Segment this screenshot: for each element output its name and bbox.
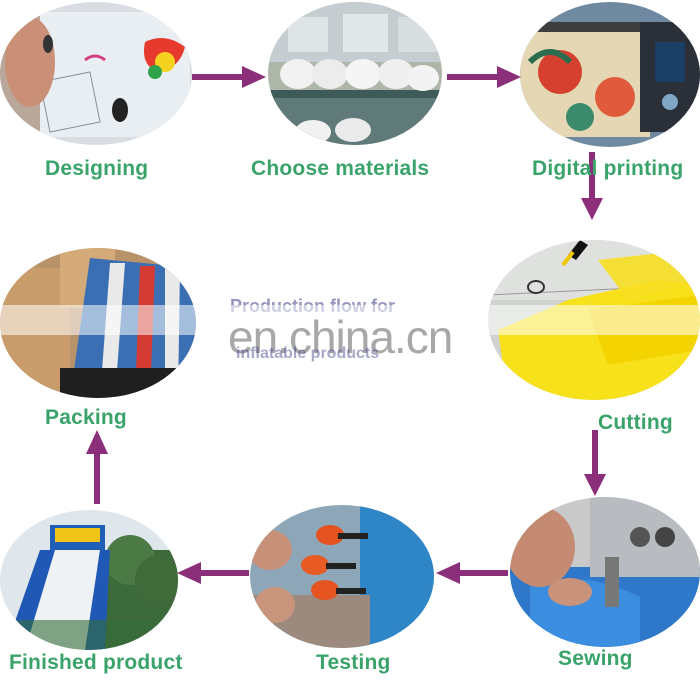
sewing-photo: [510, 497, 700, 647]
testing-photo: [250, 505, 434, 648]
label-testing: Testing: [316, 651, 391, 674]
finished-photo: [0, 510, 178, 650]
label-materials: Choose materials: [251, 157, 430, 180]
arrow-testing-to-finished: [177, 562, 249, 584]
label-cutting: Cutting: [598, 411, 673, 434]
watermark-text: en.china.cn: [228, 311, 453, 363]
arrow-materials-to-printing: [447, 66, 521, 88]
designing-photo: [0, 2, 192, 145]
label-sewing: Sewing: [558, 647, 633, 670]
arrow-cutting-to-sewing: [584, 430, 606, 496]
arrow-designing-to-materials: [192, 66, 266, 88]
arrow-printing-to-cutting: [581, 152, 603, 220]
printing-photo: [520, 2, 700, 147]
label-finished: Finished product: [9, 651, 183, 674]
materials-photo: [268, 2, 442, 145]
label-designing: Designing: [45, 157, 149, 180]
flow-subtitle: inflatable products: [236, 345, 380, 362]
watermark-band: [0, 305, 700, 335]
arrow-sewing-to-testing: [436, 562, 508, 584]
arrow-finished-to-packing: [86, 430, 108, 504]
label-printing: Digital printing: [532, 157, 684, 180]
label-packing: Packing: [45, 406, 127, 429]
